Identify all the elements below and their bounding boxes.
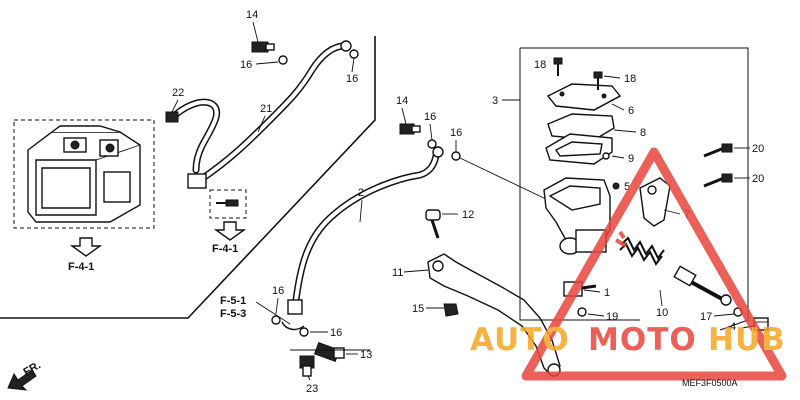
bolt-20-b (703, 173, 733, 188)
diaphragm-9 (545, 133, 613, 165)
callout-18-b: 18 (624, 73, 636, 85)
washer-16-b (349, 49, 359, 59)
callout-6: 6 (628, 105, 634, 117)
ref-f41-right: F-4-1 (212, 243, 238, 255)
collar-15 (443, 303, 459, 317)
screw-5 (612, 182, 620, 190)
front-direction-arrow (7, 369, 37, 391)
push-rod-10 (673, 265, 732, 306)
callout-19: 19 (606, 311, 618, 323)
bolt-small (216, 199, 239, 207)
assembly-bracket (520, 47, 749, 331)
callout-13: 13 (360, 349, 372, 361)
callout-2: 2 (358, 187, 364, 199)
callout-23: 23 (306, 383, 318, 395)
washer-16-f (299, 327, 309, 337)
section-divider (0, 36, 376, 319)
master-cylinder-body (543, 177, 611, 255)
oil-bolt-14-top (251, 41, 275, 53)
arrow-to-f41-right (213, 221, 247, 241)
pin-12 (425, 209, 441, 239)
callout-20-a: 20 (752, 143, 764, 155)
watermark-text-hub: HUB (708, 322, 786, 358)
callout-8: 8 (640, 127, 646, 139)
washer-16-e (271, 315, 281, 325)
callout-16-f: 16 (330, 327, 342, 339)
bolt-20-a (703, 143, 733, 158)
callout-18-a: 18 (534, 59, 546, 71)
diagram-code: MEF3F0500A (682, 378, 738, 388)
screw-18-a (553, 57, 563, 76)
watermark-text-moto: MOTO (588, 322, 697, 358)
bolt-box (209, 189, 247, 219)
arrow-to-f41-left (69, 237, 103, 257)
callout-15: 15 (412, 303, 424, 315)
direction-label: FR. (22, 359, 43, 378)
callout-17: 17 (700, 311, 712, 323)
oil-bolt-13 (313, 341, 345, 363)
bracket-7 (639, 177, 671, 227)
screw-18-b (593, 71, 603, 90)
ref-f53: F-5-3 (220, 308, 246, 320)
hose-joint-block (187, 173, 207, 189)
abs-modulator (27, 125, 141, 223)
pipe-22-fitting (165, 111, 179, 123)
hose-2-lower-fitting (281, 299, 305, 331)
callout-1: 1 (604, 287, 610, 299)
warning-triangle-icon (521, 147, 787, 381)
callout-3: 3 (492, 95, 498, 107)
ref-f41-left: F-4-1 (68, 261, 94, 273)
callout-16-c: 16 (424, 111, 436, 123)
ref-f51: F-5-1 (220, 295, 246, 307)
bolt-19 (577, 307, 587, 317)
watermark-text-auto: AUTO (470, 322, 570, 358)
oil-bolt-14-mid (399, 123, 421, 135)
washer-16-a (278, 55, 288, 65)
callout-14-top: 14 (246, 9, 258, 21)
callout-20-b: 20 (752, 173, 764, 185)
bolt-23 (299, 355, 315, 377)
callout-4: 4 (730, 321, 736, 333)
callout-16-b: 16 (346, 73, 358, 85)
washer-16-c (427, 139, 437, 149)
callout-10: 10 (656, 307, 668, 319)
abs-modulator-box (13, 119, 155, 229)
callout-14-mid: 14 (396, 95, 408, 107)
washer-16-d (451, 151, 461, 161)
reservoir-cap-6 (546, 83, 622, 111)
callout-21: 21 (260, 103, 272, 115)
callout-16-e: 16 (272, 285, 284, 297)
callout-22: 22 (172, 87, 184, 99)
callout-12: 12 (462, 209, 474, 221)
callout-16-d: 16 (450, 127, 462, 139)
callout-5: 5 (624, 181, 630, 193)
watermark-logo: AUTO MOTO HUB (470, 147, 787, 381)
callout-11: 11 (392, 267, 403, 279)
callout-16-a: 16 (240, 59, 252, 71)
plate-8 (547, 113, 615, 141)
return-spring (619, 236, 665, 266)
callout-9: 9 (628, 153, 634, 165)
